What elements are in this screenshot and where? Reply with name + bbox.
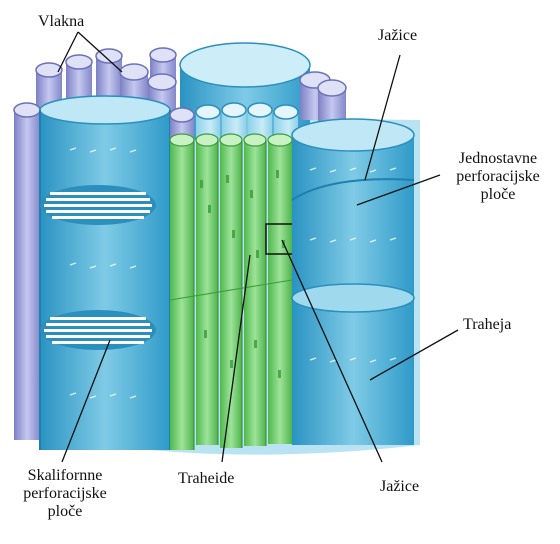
label-traheja: Traheja [463, 316, 511, 334]
label-jazice-bottom: Jažice [380, 478, 419, 496]
label-jednostavne: Jednostavne perforacijske ploče [440, 150, 556, 204]
label-vlakna: Vlakna [38, 13, 84, 31]
label-jazice-top: Jažice [378, 27, 417, 45]
label-traheide: Traheide [178, 470, 234, 488]
tracheids [170, 134, 292, 450]
vessel-left [40, 96, 170, 450]
scalariform-plate-upper [40, 185, 156, 225]
label-skaliformne: Skalifornne perforacijske ploče [6, 467, 124, 521]
scalariform-plate-lower [40, 310, 156, 350]
fiber-column-left [14, 103, 40, 440]
